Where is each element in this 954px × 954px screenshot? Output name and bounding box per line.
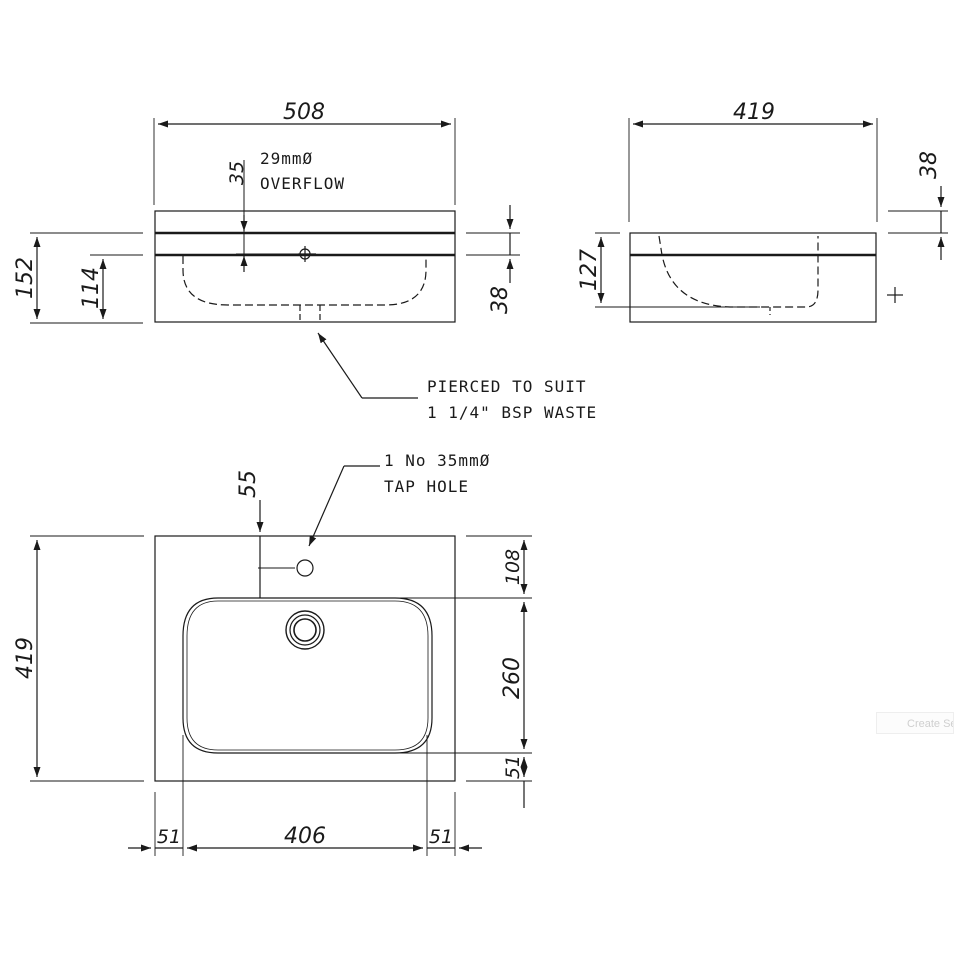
plan-view-outline: [154, 535, 456, 782]
front-height-bowl-label: 114: [79, 267, 104, 309]
waste-note: PIERCED TO SUIT 1 1/4" BSP WASTE: [427, 377, 597, 422]
side-depth-label: 419: [733, 100, 775, 125]
side-view-outline: [629, 232, 877, 323]
front-width-label: 508: [283, 100, 325, 125]
front-bowl-hidden-line: [182, 256, 427, 306]
front-view-labels: 508 35 29mmØ OVERFLOW 152 114 38: [13, 100, 513, 314]
waste-note-line-2: 1 1/4" BSP WASTE: [427, 403, 597, 422]
plan-view: [30, 465, 532, 856]
front-margin-label: 51: [502, 755, 524, 779]
overflow-label-text: OVERFLOW: [260, 174, 345, 193]
bowl-width-label: 406: [284, 824, 326, 849]
overflow-label-size: 29mmØ: [260, 149, 313, 168]
side-height-label: 127: [577, 249, 602, 291]
front-rim-label: 38: [488, 286, 513, 314]
right-margin-label: 51: [429, 826, 453, 848]
watermark-button[interactable]: Create Se: [876, 712, 954, 734]
side-top-label: 38: [917, 151, 942, 179]
side-view: [595, 118, 948, 323]
tap-label-size: 1 No 35mmØ: [384, 451, 490, 470]
tap-hole: [296, 559, 314, 577]
bowl-depth-label: 260: [500, 657, 525, 699]
plan-bowl-outline: [182, 597, 433, 754]
tap-label-text: TAP HOLE: [384, 477, 469, 496]
tap-offset-label: 55: [236, 470, 261, 498]
overflow-offset-label: 35: [226, 161, 248, 185]
side-bowl-hidden-line: [658, 235, 819, 308]
back-margin-label: 108: [502, 549, 524, 585]
side-view-labels: 419 38 127: [577, 100, 942, 291]
plan-depth-label: 419: [13, 637, 38, 679]
waste-outlet-mid: [289, 614, 321, 646]
front-view-outline: [154, 210, 456, 323]
front-height-total-label: 152: [13, 257, 38, 299]
plan-bowl-inner-outline: [186, 600, 429, 751]
waste-outlet-outer: [285, 610, 325, 650]
waste-outlet-inner: [293, 618, 317, 642]
plan-view-labels: 55 1 No 35mmØ TAP HOLE 419 108 260 51 51…: [13, 451, 525, 849]
left-margin-label: 51: [157, 826, 181, 848]
front-view: [30, 118, 520, 399]
waste-note-line-1: PIERCED TO SUIT: [427, 377, 587, 396]
